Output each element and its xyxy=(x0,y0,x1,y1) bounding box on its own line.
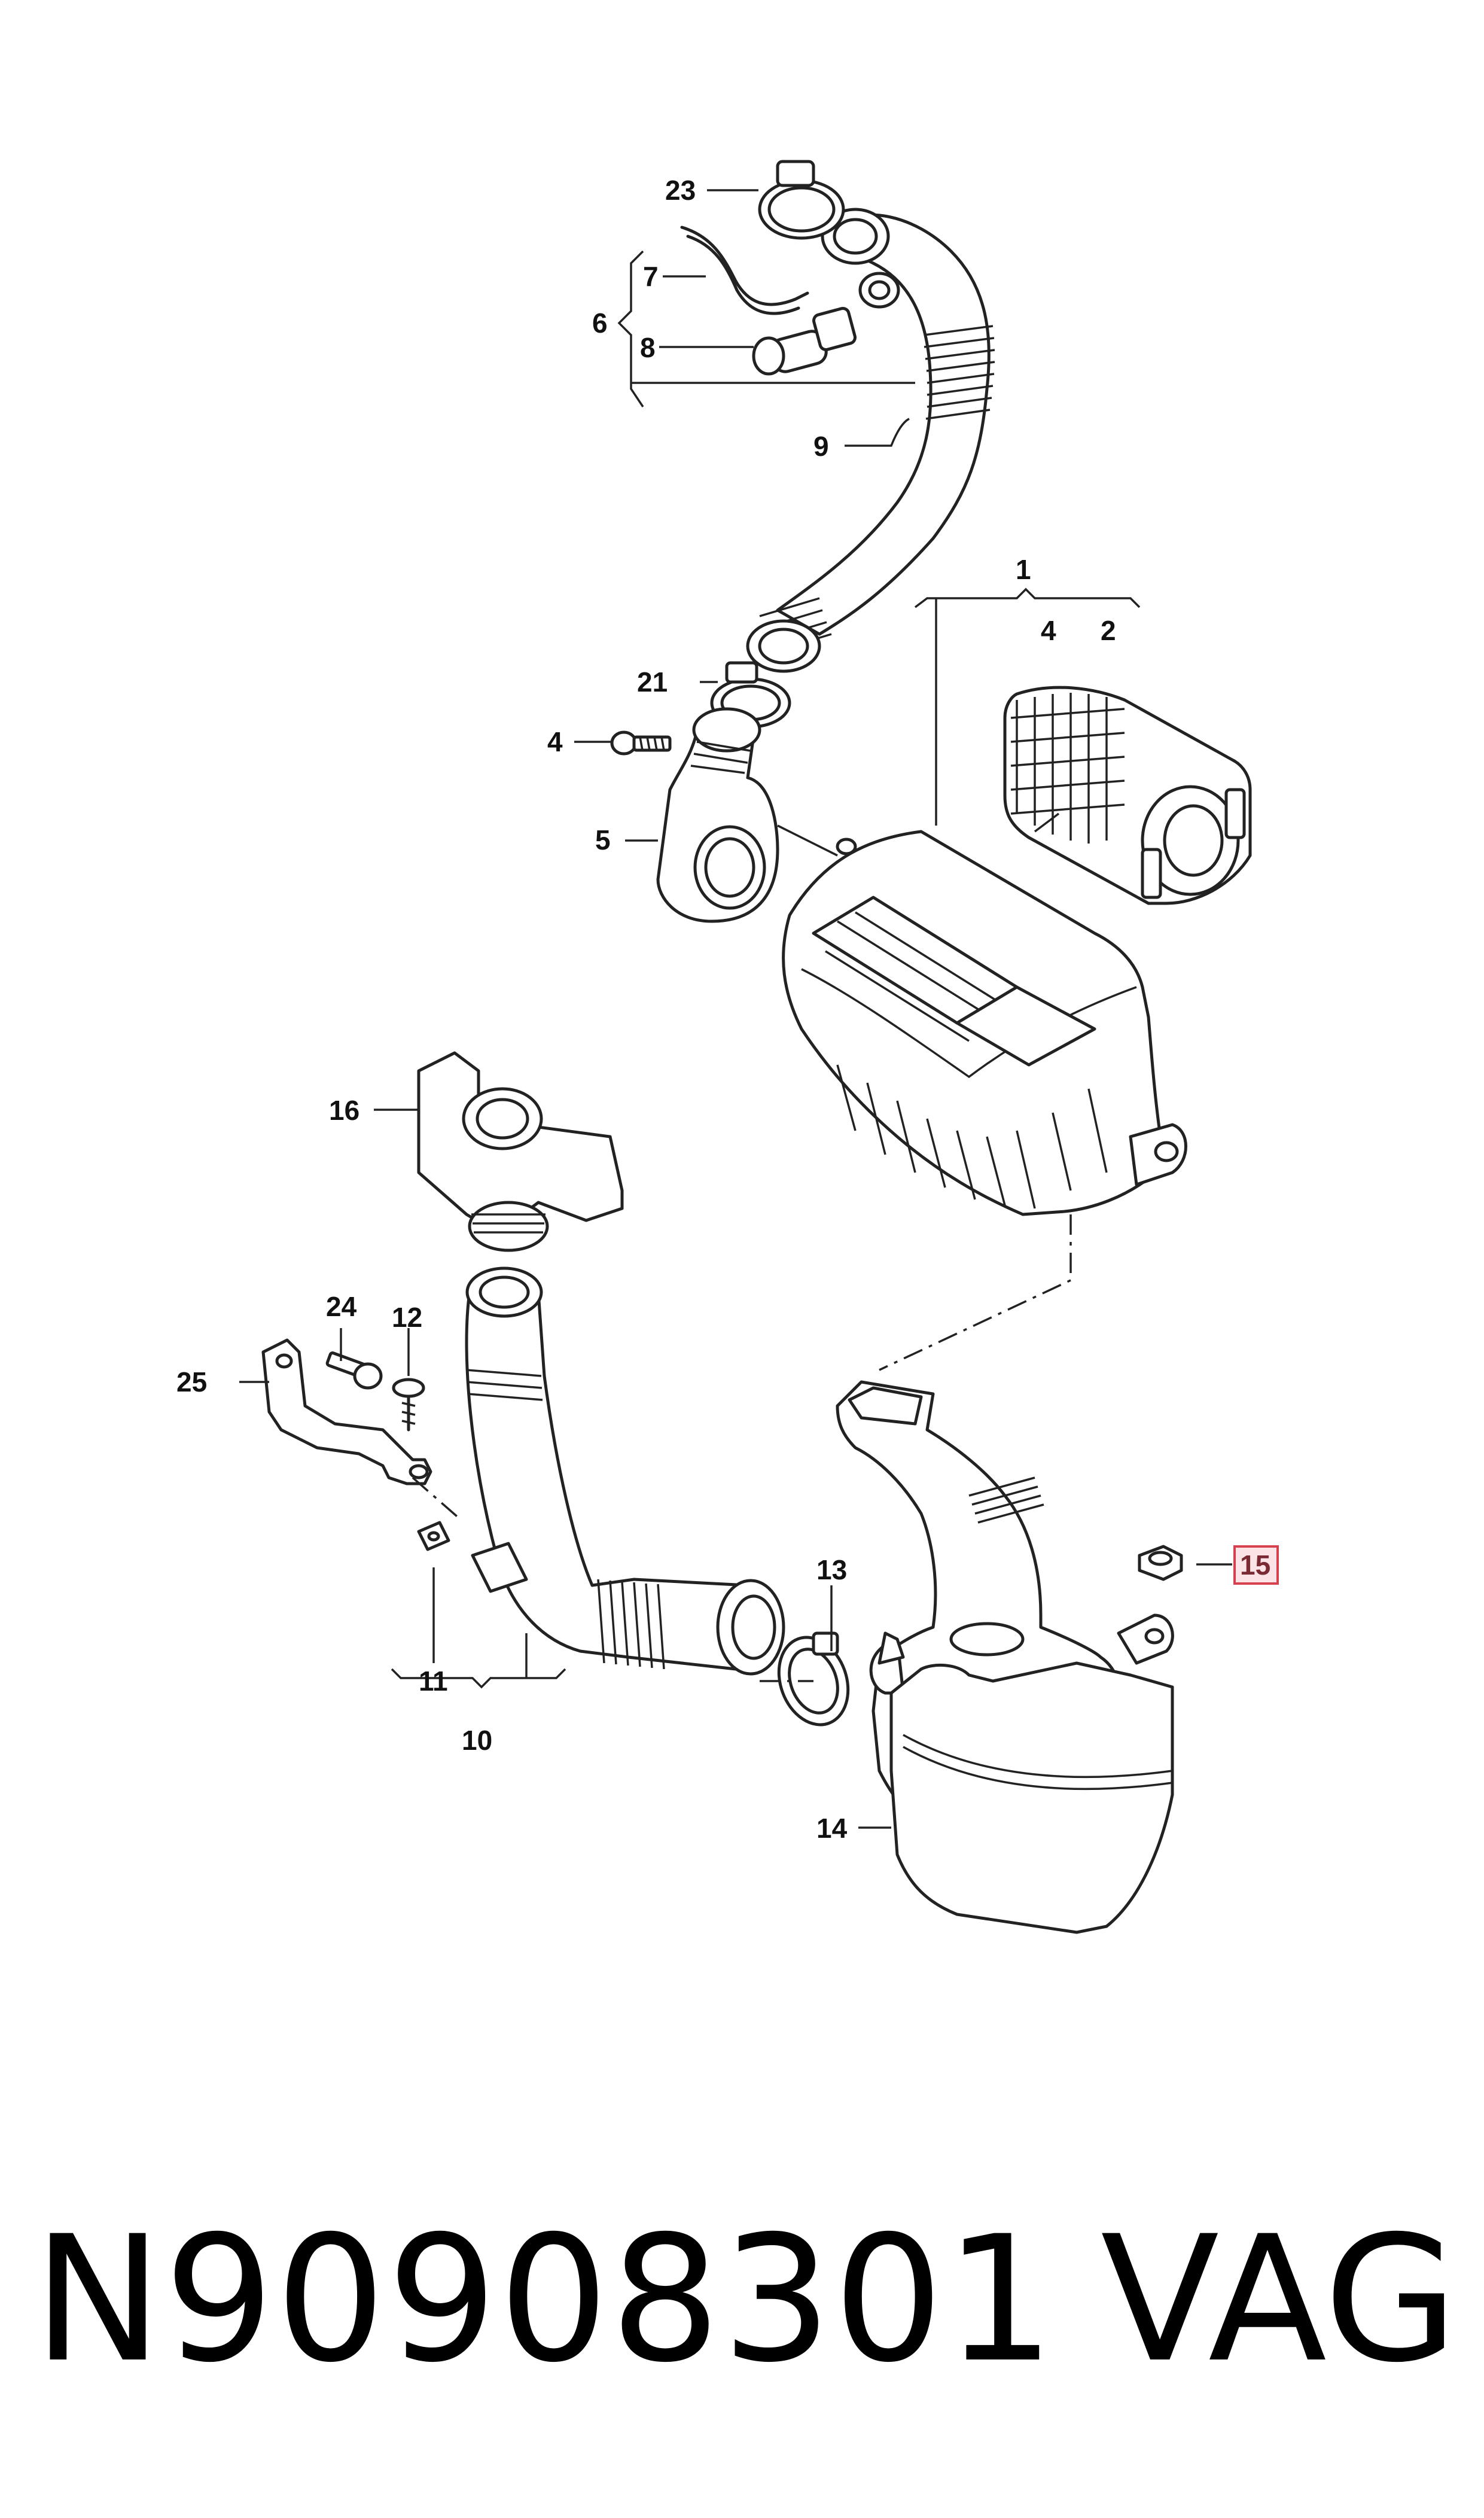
support-bracket-25 xyxy=(261,1338,432,1485)
bolt-24 xyxy=(325,1351,383,1390)
callout-16: 16 xyxy=(329,1095,359,1126)
highlight-box-15 xyxy=(1233,1545,1279,1585)
filter-element-2 xyxy=(1003,686,1252,905)
callout-24: 24 xyxy=(326,1291,357,1322)
callout-6: 6 xyxy=(592,307,608,339)
intake-hose-upper xyxy=(746,208,995,673)
hex-nut-15 xyxy=(1138,1545,1183,1581)
callout-12: 12 xyxy=(392,1302,422,1333)
callout-4-upper: 4 xyxy=(1041,615,1056,646)
connector-fitting-8 xyxy=(752,307,857,376)
callout-1: 1 xyxy=(1016,554,1031,585)
callout-9: 9 xyxy=(813,431,829,462)
callout-11: 11 xyxy=(419,1666,448,1697)
parts-exploded-diagram: 23 7 6 8 9 1 4 2 21 4 5 16 24 12 25 13 1… xyxy=(176,160,1279,1934)
callout-23: 23 xyxy=(665,175,696,206)
callout-10: 10 xyxy=(462,1725,492,1756)
hose-clamp-23 xyxy=(758,160,845,240)
callout-4-lower: 4 xyxy=(547,726,563,757)
callout-8: 8 xyxy=(640,332,656,363)
air-inlet-5 xyxy=(656,707,779,923)
leader-lines xyxy=(239,189,1232,1829)
callout-15: 15 xyxy=(1240,1549,1270,1581)
callout-21: 21 xyxy=(637,666,668,698)
mounting-bracket-16 xyxy=(417,1051,624,1252)
callout-7: 7 xyxy=(643,261,659,292)
bolt-4 xyxy=(610,730,672,756)
callout-2: 2 xyxy=(1101,615,1116,646)
callout-13: 13 xyxy=(816,1554,847,1585)
callout-25: 25 xyxy=(176,1366,207,1397)
callout-5: 5 xyxy=(595,824,611,855)
breather-pipe-7 xyxy=(680,226,809,315)
callout-14: 14 xyxy=(816,1813,848,1844)
part-number-label: N90908301 xyxy=(33,2199,1056,2401)
clip-nut-11 xyxy=(417,1521,450,1551)
air-filter-housing-top xyxy=(782,830,1187,1216)
air-duct-10 xyxy=(465,1266,785,1676)
brand-label: VAG xyxy=(1101,2199,1458,2401)
callout-labels: 23 7 6 8 9 1 4 2 21 4 5 16 24 12 25 13 1… xyxy=(176,175,1279,1844)
resonator-14 xyxy=(836,1380,1174,1934)
screw-12 xyxy=(392,1378,425,1432)
